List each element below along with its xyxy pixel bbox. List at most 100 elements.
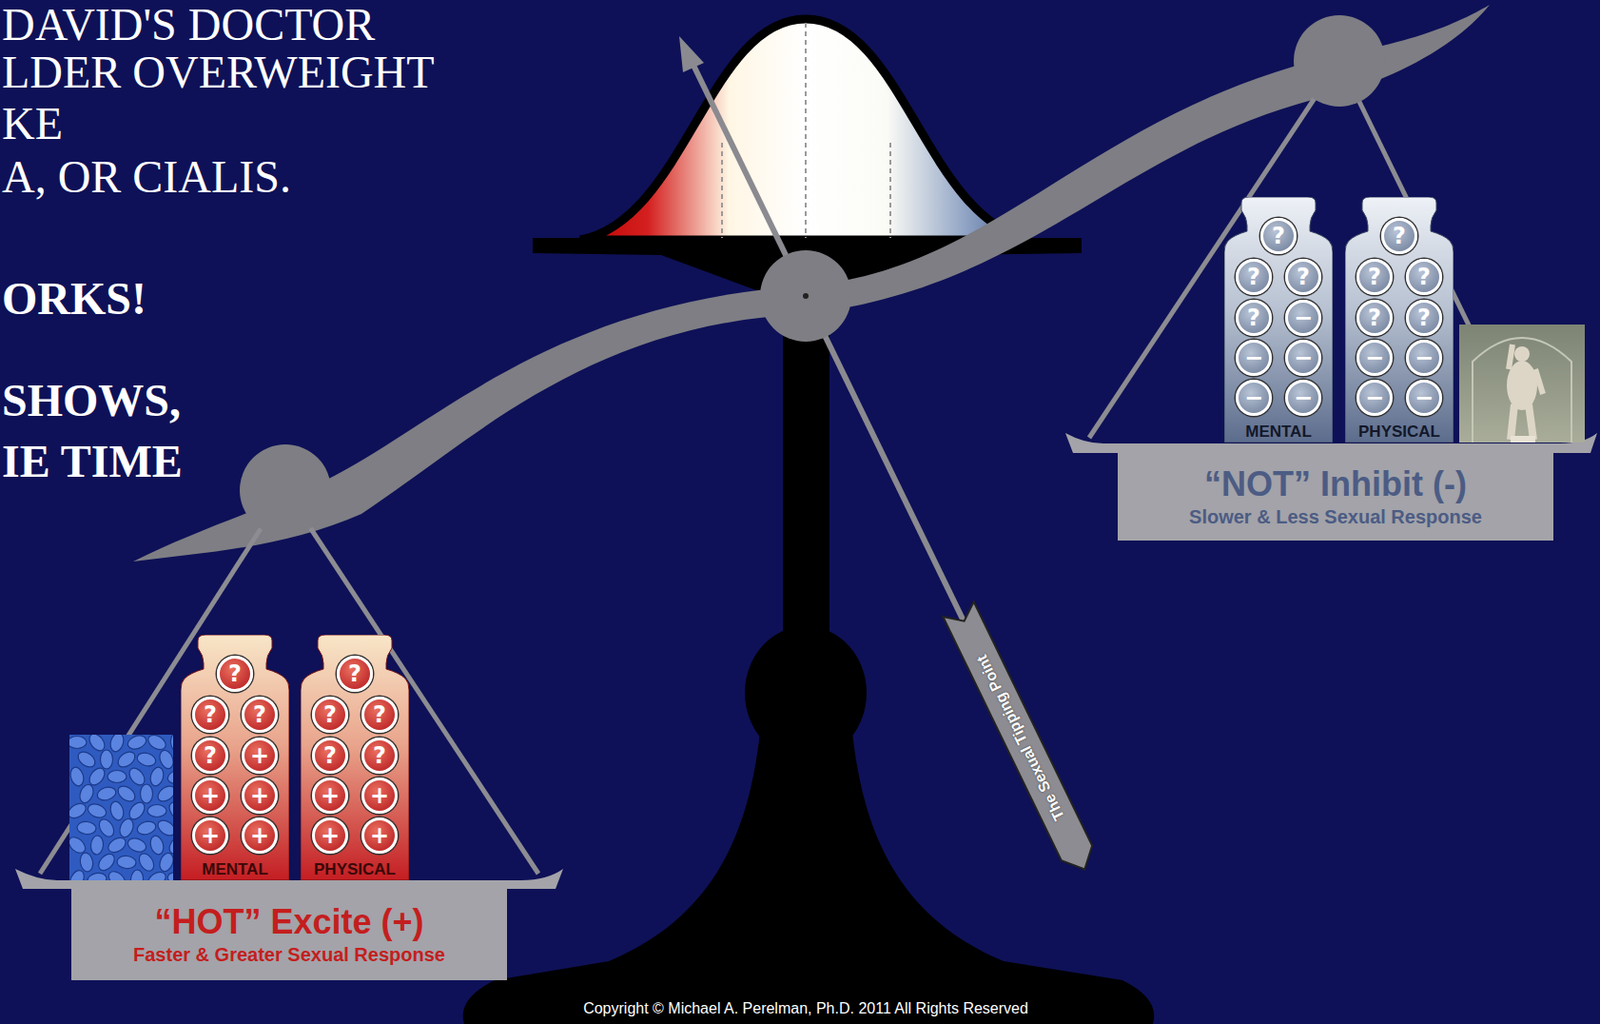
text-slot: KE — [1, 100, 63, 147]
weight-symbol: − — [1235, 339, 1272, 376]
weight-symbol: − — [1405, 379, 1443, 416]
text-slot: + — [312, 817, 349, 854]
statue-arch — [1472, 337, 1572, 443]
text-slot: − — [1356, 339, 1393, 376]
weight-symbol: ? — [361, 737, 398, 774]
pan-pivot — [1293, 15, 1386, 107]
weight-symbol: ? — [1356, 299, 1393, 336]
pill — [145, 868, 169, 880]
slide-text: KE — [1, 97, 63, 149]
text-slot: + — [312, 777, 349, 814]
text-slot: + — [241, 737, 278, 774]
weight-block: ????+++++MENTAL — [180, 634, 290, 880]
pill — [69, 867, 87, 880]
weight-symbol: ? — [1381, 217, 1418, 254]
slide-text: LDER OVERWEIGHT — [1, 46, 435, 98]
statue-leg — [1528, 404, 1534, 440]
weight-name: MENTAL — [201, 860, 269, 878]
pill — [95, 850, 118, 874]
weight-symbol: ? — [192, 696, 229, 733]
weight-symbol: + — [192, 817, 229, 854]
text-slot: MENTAL — [180, 860, 290, 879]
weight-symbol: + — [361, 777, 398, 814]
text-slot: − — [1235, 339, 1272, 376]
weight-symbol: ? — [1260, 217, 1297, 254]
pan-label-box: “NOT” Inhibit (-)Slower & Less Sexual Re… — [1117, 450, 1554, 541]
text-slot: − — [1285, 379, 1322, 416]
weight-block: ????−−−−−MENTAL — [1224, 196, 1333, 443]
weight-symbol: ? — [312, 737, 349, 774]
pill — [108, 734, 126, 753]
pill — [69, 800, 89, 821]
weight-symbol: ? — [1405, 299, 1443, 336]
weight-symbol: + — [312, 777, 349, 814]
text-slot: ? — [312, 696, 349, 733]
text-slot: − — [1285, 299, 1322, 336]
text-slot: ? — [361, 737, 398, 774]
text-slot: ? — [1405, 258, 1443, 295]
pill — [69, 765, 86, 788]
pill — [165, 766, 174, 785]
pill — [75, 748, 98, 770]
weight-symbol: − — [1356, 339, 1393, 376]
weight-symbol: ? — [1356, 258, 1393, 295]
dashed-line — [721, 142, 723, 240]
pan-heading: “HOT” Excite (+) — [154, 900, 424, 942]
pill — [140, 783, 154, 803]
pill — [155, 782, 174, 804]
weight-symbol: + — [241, 737, 278, 774]
text-slot: − — [1235, 379, 1272, 416]
weight-symbol: + — [192, 777, 229, 814]
text-slot: − — [1405, 379, 1443, 416]
pill — [107, 770, 127, 783]
pill — [136, 750, 158, 768]
text-slot: PHYSICAL — [1345, 423, 1454, 441]
weight-symbol: ? — [312, 696, 349, 733]
weight-name: PHYSICAL — [313, 860, 396, 878]
text-slot: ? — [336, 655, 373, 692]
copyright-note: Copyright © Michael A. Perelman, Ph.D. 2… — [583, 999, 1029, 1017]
weight-symbol: − — [1235, 379, 1272, 416]
weight-name: MENTAL — [1245, 423, 1312, 440]
pivot-circle — [760, 250, 852, 342]
weight-symbol: ? — [1235, 258, 1272, 295]
weight-symbol: + — [361, 817, 398, 854]
weight-shape — [1224, 196, 1333, 443]
dashed-line — [804, 22, 807, 240]
text-slot: − — [1285, 339, 1322, 376]
pill — [77, 781, 96, 804]
pill — [115, 782, 138, 804]
pill — [85, 800, 108, 820]
pill — [115, 748, 138, 770]
text-slot: IE TIME — [1, 438, 183, 485]
pill — [108, 800, 126, 822]
weight-symbol: ? — [241, 696, 278, 733]
weight-symbol: − — [1285, 339, 1322, 376]
statue-head — [1514, 346, 1530, 362]
pill — [147, 804, 167, 818]
text-slot: ? — [241, 696, 278, 733]
pill — [105, 834, 129, 856]
text-slot: − — [1405, 339, 1443, 376]
text-slot: ? — [1356, 299, 1393, 336]
text-slot: ? — [1356, 258, 1393, 295]
text-slot: ? — [1285, 258, 1322, 295]
pill — [69, 736, 87, 749]
weight-symbol: ? — [336, 655, 373, 692]
pan-subtitle: Faster & Greater Sexual Response — [133, 942, 446, 966]
text-slot: ? — [1235, 258, 1272, 295]
pill — [148, 765, 166, 788]
pivot-dot — [802, 292, 809, 299]
pill — [156, 850, 174, 873]
text-slot: ? — [192, 696, 229, 733]
pill — [117, 816, 136, 839]
weight-symbol: − — [1356, 379, 1393, 416]
text-slot: ORKS! — [1, 275, 147, 322]
text-slot: A, OR CIALIS. — [1, 154, 292, 200]
bell-curve — [580, 19, 1032, 240]
weight-block: ?????−−−−PHYSICAL — [1345, 196, 1454, 443]
text-slot: + — [192, 777, 229, 814]
slide-text: A, OR CIALIS. — [1, 151, 292, 202]
pill — [136, 819, 158, 837]
